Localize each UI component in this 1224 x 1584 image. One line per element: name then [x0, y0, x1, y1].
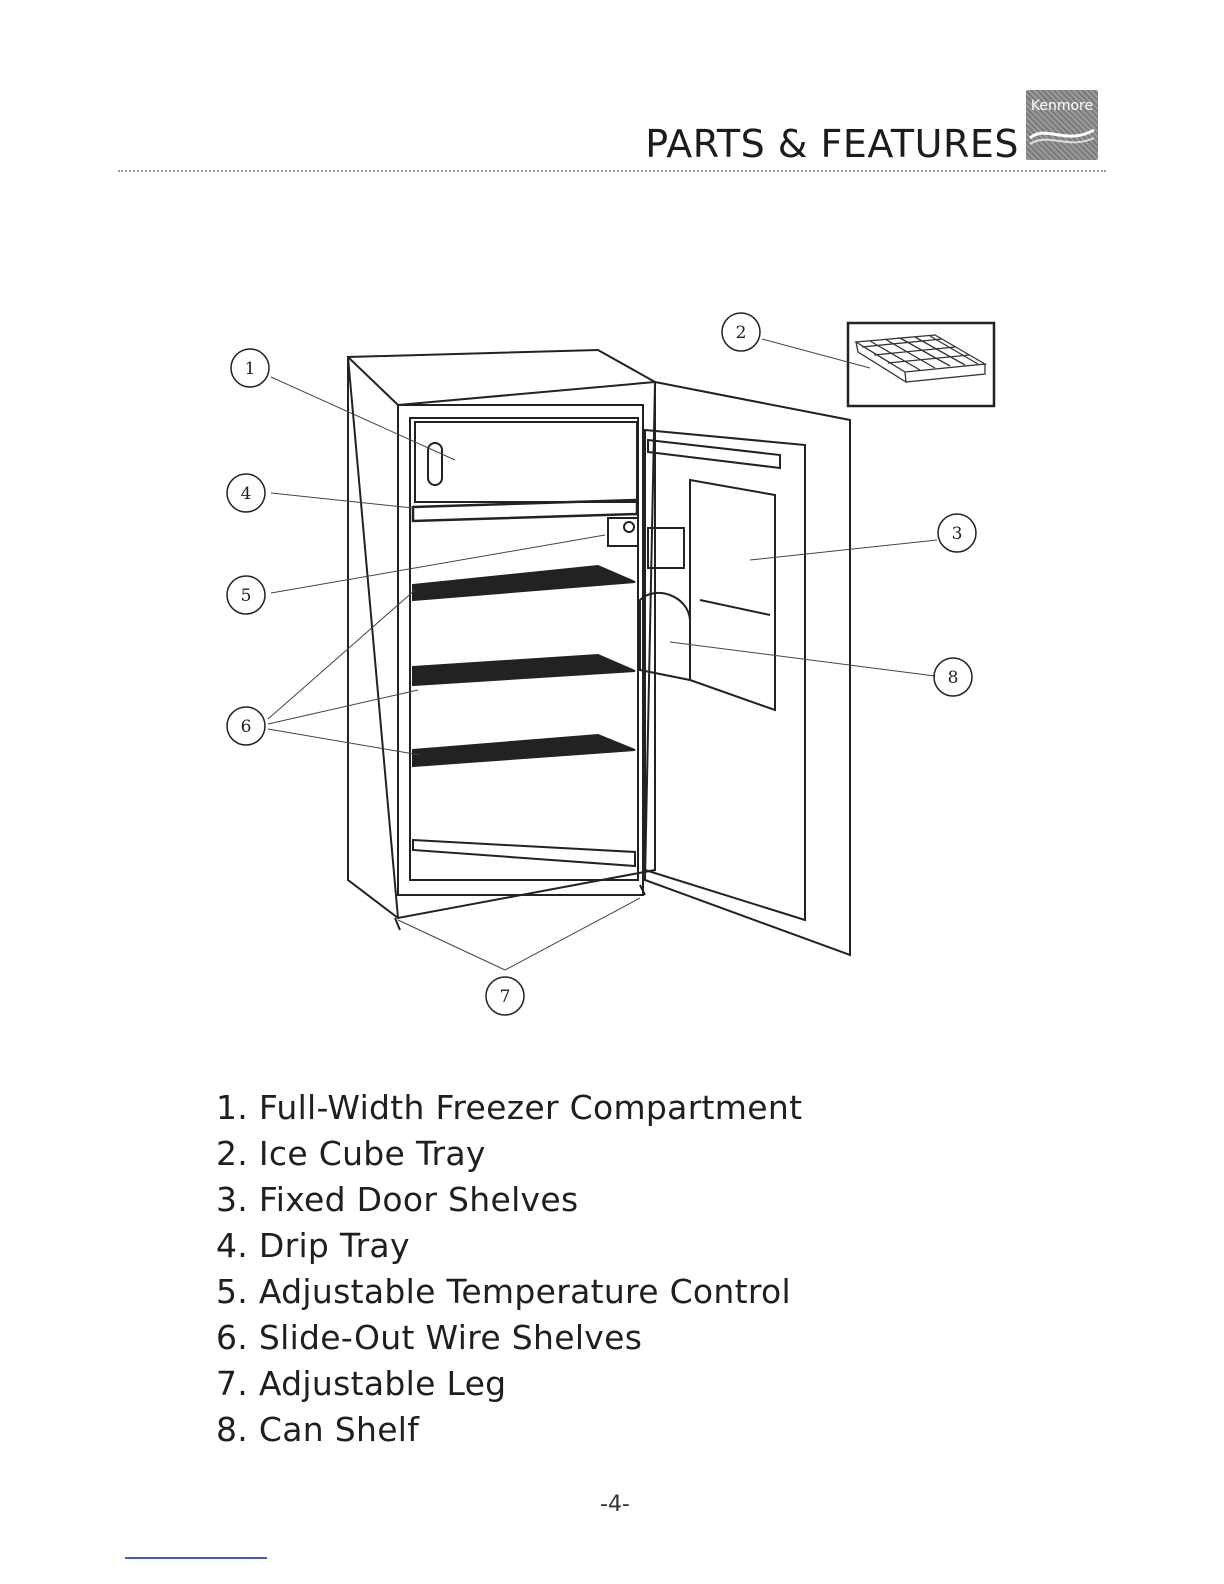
- cabinet-interior: [410, 418, 638, 880]
- fixed-door-shelves: [690, 480, 775, 710]
- callout-5-label: 5: [241, 586, 252, 606]
- wire-shelf-2: [413, 655, 635, 685]
- footer-link-line: [125, 1557, 267, 1559]
- parts-list-item: 6. Slide-Out Wire Shelves: [216, 1315, 802, 1361]
- callout-1-label: 1: [245, 359, 256, 379]
- can-shelf: [640, 593, 690, 680]
- callout-6: 6: [227, 707, 265, 745]
- callout-2-label: 2: [736, 323, 747, 343]
- cabinet-front-frame: [398, 405, 643, 895]
- refrigerator-illustration: [348, 350, 850, 955]
- crisper-bottom: [413, 840, 635, 866]
- parts-list-item: 3. Fixed Door Shelves: [216, 1177, 802, 1223]
- parts-list: 1. Full-Width Freezer Compartment 2. Ice…: [216, 1085, 802, 1453]
- front-leg-left: [395, 918, 400, 930]
- callout-1: 1: [231, 349, 269, 387]
- parts-list-item: 8. Can Shelf: [216, 1407, 802, 1453]
- cabinet-outline: [348, 350, 655, 918]
- door-shelf-divider: [700, 600, 770, 615]
- callout-7: 7: [486, 977, 524, 1015]
- door-keypad: [648, 528, 684, 568]
- wire-shelf-3: [413, 735, 635, 766]
- door-outline: [645, 382, 850, 955]
- drip-tray: [413, 500, 637, 521]
- ice-tray-inset: [848, 323, 994, 406]
- wire-shelf-1: [413, 566, 635, 600]
- callout-5: 5: [227, 576, 265, 614]
- leader-lines: [268, 339, 937, 970]
- door-top-rail: [648, 440, 780, 468]
- callout-2: 2: [722, 313, 760, 351]
- parts-list-item: 1. Full-Width Freezer Compartment: [216, 1085, 802, 1131]
- parts-list-item: 4. Drip Tray: [216, 1223, 802, 1269]
- callout-4: 4: [227, 474, 265, 512]
- callout-6-label: 6: [241, 717, 252, 737]
- callout-4-label: 4: [241, 484, 252, 504]
- callout-8-label: 8: [948, 668, 959, 688]
- refrigerator-diagram: 1 2 3 4 5 6 7 8: [0, 0, 1224, 1060]
- control-knob: [624, 522, 634, 532]
- temperature-control: [608, 518, 638, 546]
- page-number: -4-: [600, 1492, 630, 1517]
- ice-cube-tray: [856, 335, 985, 382]
- parts-list-item: 7. Adjustable Leg: [216, 1361, 802, 1407]
- cabinet-top: [348, 357, 655, 405]
- parts-list-item: 2. Ice Cube Tray: [216, 1131, 802, 1177]
- callout-7-label: 7: [500, 987, 511, 1007]
- callout-3: 3: [938, 514, 976, 552]
- parts-list-item: 5. Adjustable Temperature Control: [216, 1269, 802, 1315]
- freezer-compartment: [415, 422, 637, 502]
- callout-3-label: 3: [952, 524, 963, 544]
- callout-8: 8: [934, 658, 972, 696]
